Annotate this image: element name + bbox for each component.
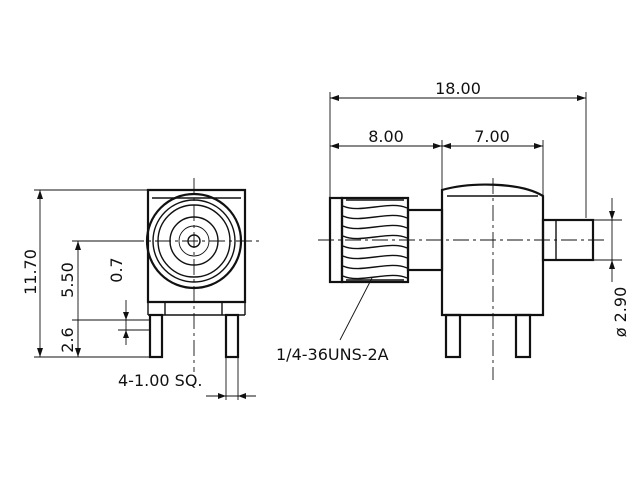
overall-length-label: 18.00 (435, 79, 481, 98)
offset-label: 0.7 (107, 257, 126, 282)
pin-height-label: 2.6 (58, 327, 77, 352)
pin-size-label: 4-1.00 SQ. (118, 371, 203, 390)
pin-diameter-label: ø 2.90 (611, 287, 630, 338)
center-height-label: 5.50 (58, 262, 77, 298)
body-length-label: 7.00 (474, 127, 510, 146)
thread-length-label: 8.00 (368, 127, 404, 146)
thread-lines (342, 199, 408, 281)
side-view-dimensions (329, 92, 622, 341)
overall-height-label: 11.70 (21, 249, 40, 295)
front-view-dimensions (34, 189, 256, 400)
front-view (128, 178, 262, 372)
side-view (318, 178, 606, 380)
thread-spec-label: 1/4-36UNS-2A (276, 345, 389, 364)
